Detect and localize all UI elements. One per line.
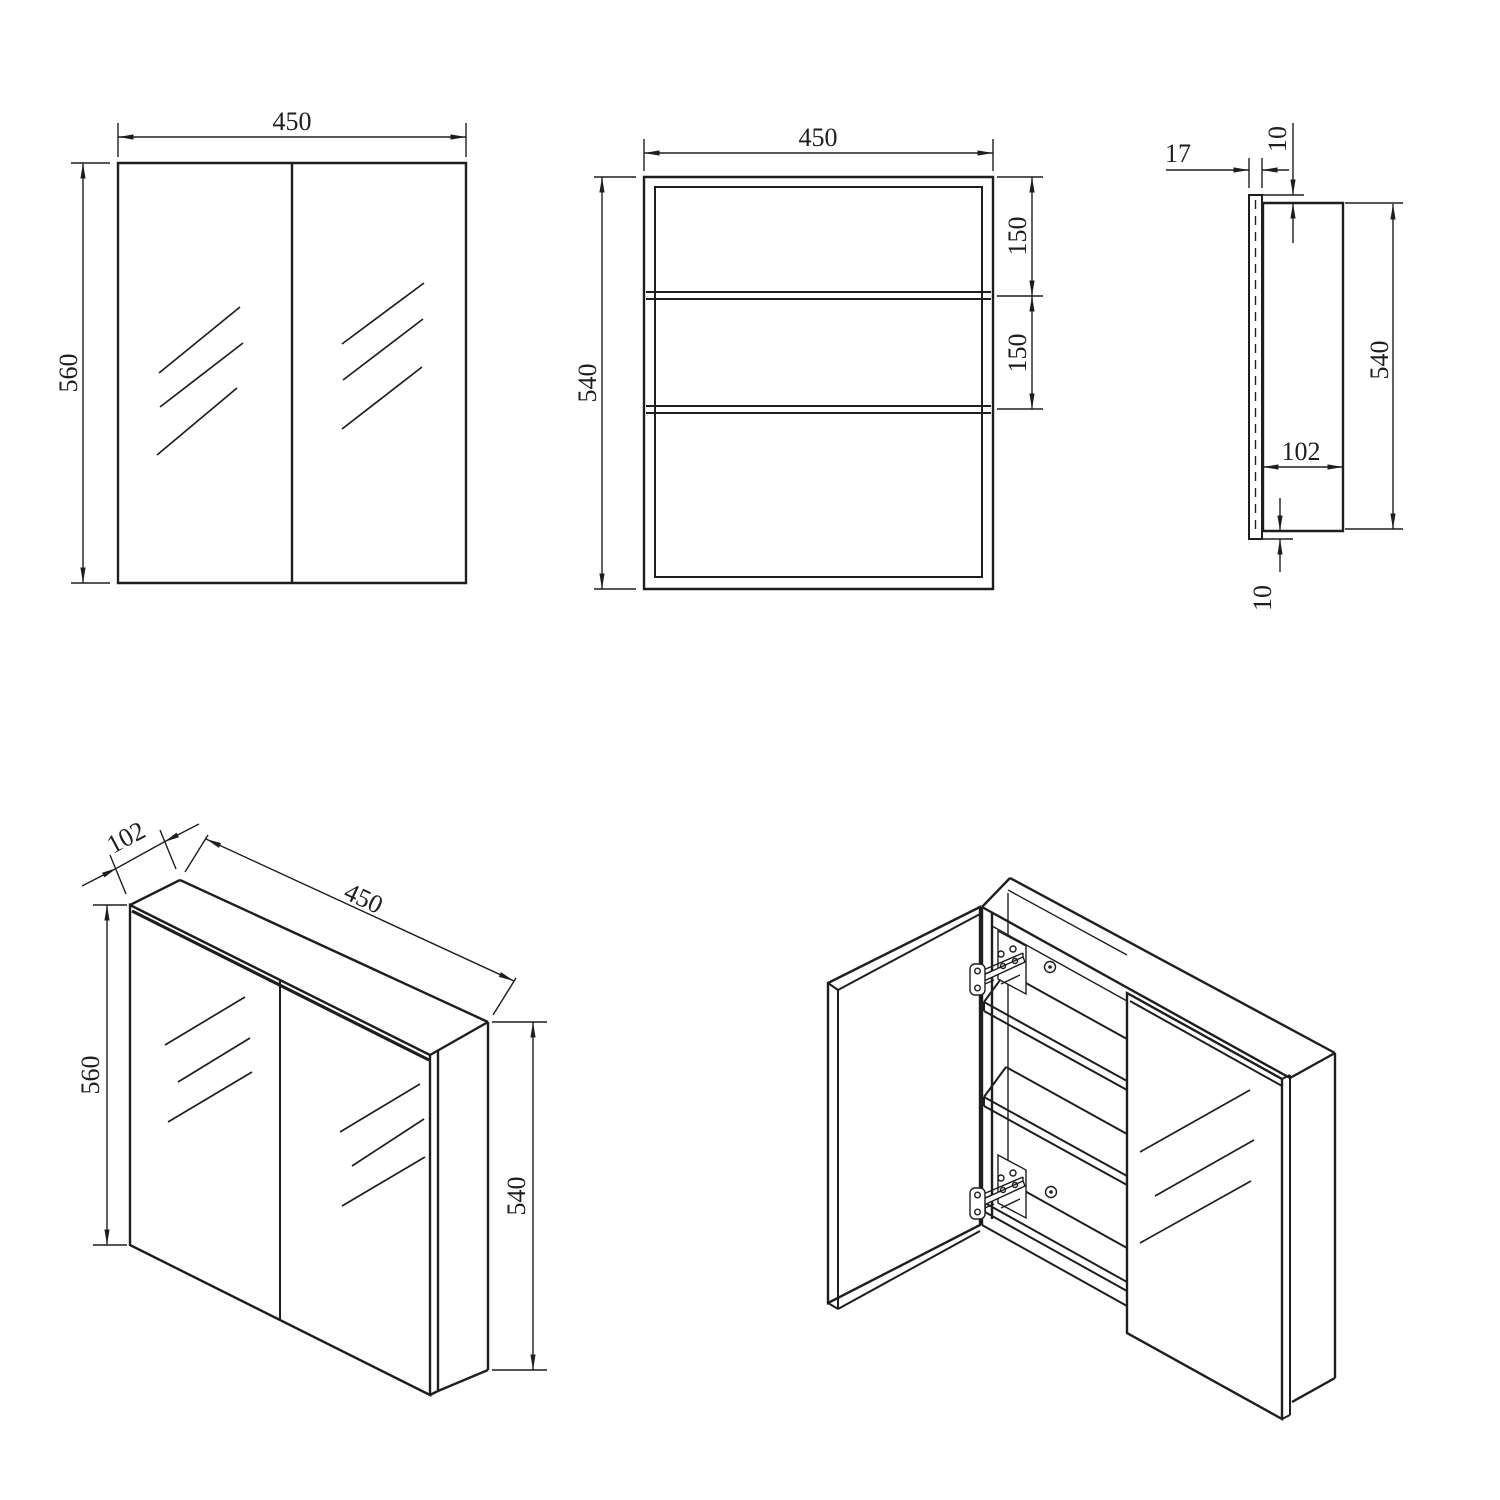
side-view: 17 10 540 102 10 bbox=[1165, 123, 1403, 611]
iso-open-carcass-frame bbox=[980, 876, 1337, 1404]
side-depth-dim-label: 102 bbox=[1282, 437, 1321, 466]
iso-open-view bbox=[826, 876, 1337, 1422]
iso-open-right-door-shine-lines bbox=[1139, 1089, 1255, 1244]
iso-door-height-dim-label: 560 bbox=[76, 1056, 105, 1095]
internal-shelf-lines bbox=[646, 291, 991, 414]
internal-carcass-outline bbox=[642, 175, 995, 591]
iso-width-dim-line bbox=[205, 838, 515, 982]
internal-carcass-inner-outline bbox=[654, 186, 983, 578]
front-extension-lines bbox=[71, 123, 467, 584]
front-cabinet-outline bbox=[116, 161, 468, 585]
internal-extension-lines bbox=[594, 139, 1043, 590]
side-height-dim-label: 540 bbox=[1365, 341, 1394, 380]
iso-open-shelf-lower bbox=[983, 1066, 1128, 1186]
shelf-pin-hole-upper-center-icon bbox=[1048, 965, 1052, 969]
internal-view: 450 540 150 150 bbox=[573, 123, 1043, 591]
internal-width-dim-label: 450 bbox=[799, 123, 838, 152]
iso-closed-mirror-shine-lines bbox=[164, 996, 426, 1207]
iso-open-left-door-edges bbox=[827, 913, 981, 1310]
iso-carcass-height-dim-label: 540 bbox=[502, 1177, 531, 1216]
side-bottom-overhang-dim-label: 10 bbox=[1248, 585, 1277, 611]
iso-open-left-door-face bbox=[826, 905, 982, 1305]
shelf-pin-hole-upper-icon bbox=[1043, 960, 1057, 974]
internal-height-dim-label: 540 bbox=[573, 364, 602, 403]
iso-closed-view: 102 450 560 540 bbox=[76, 816, 547, 1397]
front-mirror-shine-lines bbox=[156, 282, 425, 456]
iso-open-interior-edges bbox=[991, 889, 1128, 1172]
iso-open-bottom-panel bbox=[981, 1179, 1128, 1307]
iso-depth-dim-line bbox=[116, 841, 165, 869]
iso-closed-top-and-side-faces bbox=[129, 878, 490, 1397]
shelf-spacing-middle-dim-label: 150 bbox=[1003, 334, 1032, 373]
side-top-overhang-dim-label: 10 bbox=[1263, 126, 1292, 152]
iso-closed-extension-lines bbox=[93, 829, 547, 1371]
iso-width-dim-label: 450 bbox=[340, 877, 388, 920]
front-width-dim-label: 450 bbox=[273, 107, 312, 136]
iso-depth-dim-label: 102 bbox=[102, 816, 150, 860]
side-door-thickness-dim-label: 17 bbox=[1165, 139, 1191, 168]
side-carcass-outline bbox=[1261, 201, 1345, 533]
side-extension-lines bbox=[1248, 158, 1403, 540]
shelf-spacing-top-dim-label: 150 bbox=[1003, 217, 1032, 256]
shelf-pin-hole-lower-center-icon bbox=[1049, 1190, 1053, 1194]
shelf-pin-hole-lower-icon bbox=[1044, 1185, 1058, 1199]
iso-depth-dim-arrow-left bbox=[81, 867, 118, 887]
iso-depth-dim-arrow-right bbox=[163, 823, 200, 843]
iso-open-right-door-edges bbox=[1129, 1000, 1291, 1420]
iso-open-shelf-upper bbox=[983, 971, 1128, 1091]
front-height-dim-label: 560 bbox=[54, 354, 83, 393]
front-view: 450 560 bbox=[54, 107, 468, 585]
